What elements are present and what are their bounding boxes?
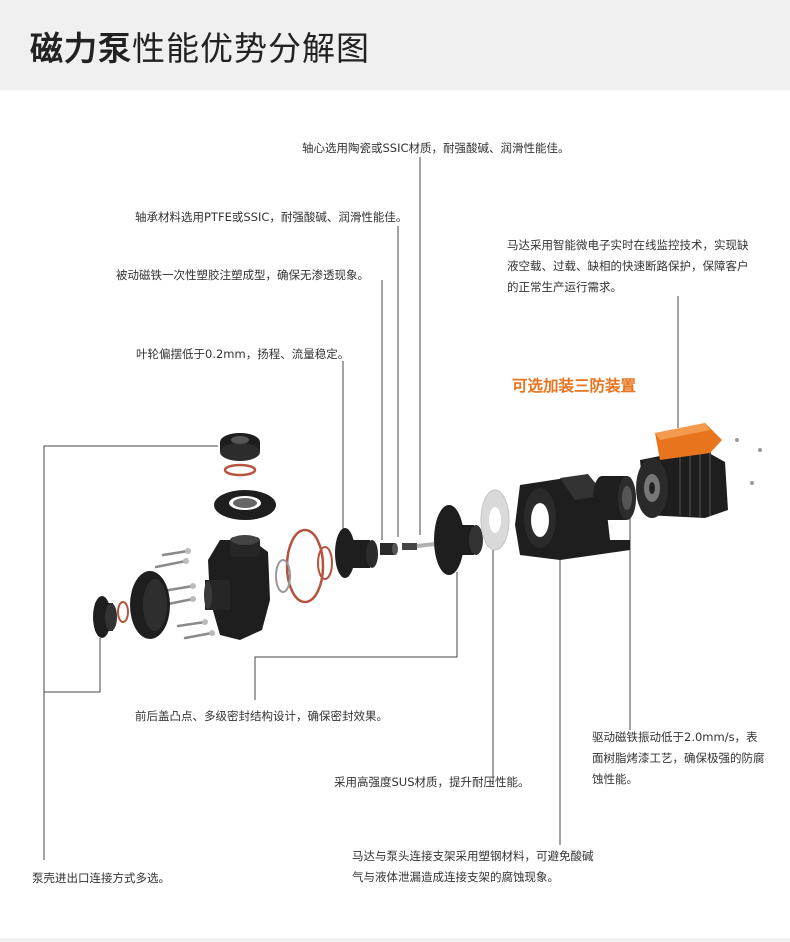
annotation-casing: 泵壳进出口连接方式多选。: [32, 871, 170, 885]
top-gasket: [214, 490, 276, 520]
annotation-sus: 采用高强度SUS材质，提升耐压性能。: [334, 775, 530, 789]
sus-gasket: [480, 489, 510, 551]
inlet-oring: [117, 601, 129, 623]
wear-ring: [275, 559, 291, 593]
title-bold: 磁力泵: [30, 29, 132, 68]
front-cover: [434, 505, 483, 575]
annotation-front-back-cover: 前后盖凸点、多级密封结构设计，确保密封效果。: [135, 709, 388, 723]
small-oring-top: [223, 463, 257, 477]
motor-screws: [735, 438, 762, 485]
rear-cover: [130, 571, 170, 639]
shaft: [402, 542, 436, 550]
bolts-left: [154, 549, 214, 640]
bottom-divider: [0, 938, 790, 942]
annotation-bearing: 轴承材料选用PTFE或SSIC，耐强酸碱、润滑性能佳。: [135, 210, 408, 224]
leader-casing-left: [44, 638, 101, 693]
bolt-heads: [183, 548, 215, 636]
annotation-motor: 马达采用智能微电子实时在线监控技术，实现缺液空载、过载、缺相的快速断路保护，保障…: [507, 238, 749, 294]
page-title: 磁力泵性能优势分解图: [30, 22, 370, 70]
leader-casing-top: [43, 445, 218, 860]
casing-oring-large: [285, 528, 325, 604]
motor: [636, 448, 728, 518]
header-bar: 磁力泵性能优势分解图: [0, 0, 790, 90]
impeller-oring: [317, 546, 333, 580]
annotation-shaft: 轴心选用陶瓷或SSIC材质，耐强酸碱、润滑性能佳。: [302, 141, 570, 155]
inlet-flange: [93, 596, 117, 638]
pump-casing: [204, 535, 270, 640]
annotation-impeller: 叶轮偏摆低于0.2mm，扬程、流量稳定。: [136, 347, 350, 361]
leader-lines: [43, 157, 679, 860]
annotation-motor-option: 可选加装三防装置: [512, 377, 637, 395]
junction-box: [655, 423, 722, 460]
annotation-bracket: 马达与泵头连接支架采用塑钢材料，可避免酸碱气与液体泄漏造成连接支架的腐蚀现象。: [352, 849, 594, 884]
impeller: [335, 528, 378, 578]
title-rest: 性能优势分解图: [132, 29, 370, 68]
annotation-drive-magnet: 驱动磁铁振动低于2.0mm/s，表面树脂烤漆工艺，确保极强的防腐蚀性能。: [592, 730, 765, 786]
outlet-flange: [220, 433, 260, 461]
leader-cover: [254, 572, 458, 700]
drive-magnet: [593, 476, 636, 520]
annotation-passive-magnet: 被动磁铁一次性塑胶注塑成型，确保无渗透现象。: [116, 268, 369, 282]
bearing-bush: [380, 543, 398, 555]
